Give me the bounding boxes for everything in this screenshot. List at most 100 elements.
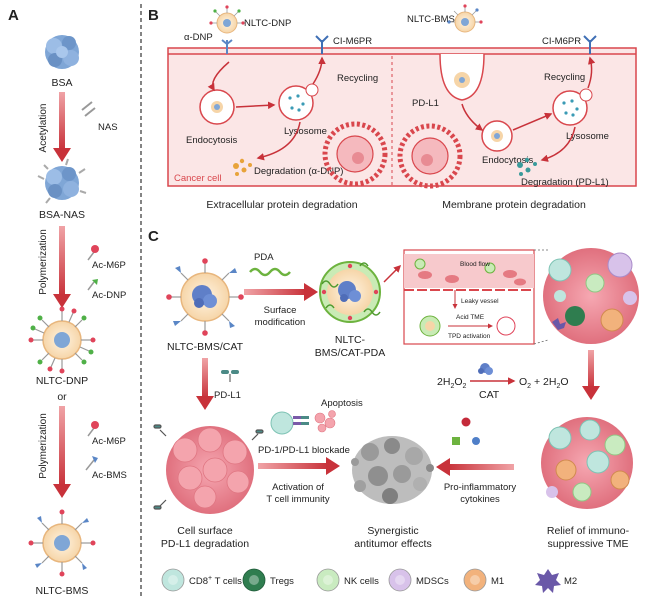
cell-surface-label-2: PD-L1 degradation bbox=[161, 538, 249, 550]
leaky-vessel-label: Leaky vessel bbox=[461, 298, 499, 305]
blood-flow-label: Blood flow bbox=[460, 261, 490, 268]
or-label: or bbox=[57, 391, 67, 403]
bsa-label: BSA bbox=[51, 77, 72, 89]
relieved-tumor-icon bbox=[541, 417, 633, 509]
pd1-blockade-label: PD-1/PD-L1 blockade bbox=[258, 445, 350, 456]
ac-m6p-icon bbox=[87, 245, 99, 261]
pda-polymer-icon bbox=[249, 267, 291, 277]
recycling-label-right: Recycling bbox=[544, 72, 585, 83]
ci-m6pr-receptor-icon-right bbox=[583, 35, 597, 54]
blood-vessel-inset bbox=[403, 249, 535, 345]
degradation-fragments-icon bbox=[233, 158, 252, 176]
synergistic-label-2: antitumor effects bbox=[354, 538, 431, 550]
ac-m6p-icon-2 bbox=[87, 421, 99, 437]
cytokine-arrow bbox=[448, 464, 514, 470]
polymerization-arrow-2 bbox=[59, 406, 65, 486]
activation-label-1: Activation of bbox=[272, 482, 324, 493]
degradation-label-left: Degradation (α-DNP) bbox=[254, 166, 343, 177]
legend-label: M2 bbox=[564, 576, 577, 587]
legend-nk-cells-icon bbox=[316, 568, 340, 592]
legend-label: NK cells bbox=[344, 576, 379, 587]
legend-label: M1 bbox=[491, 576, 504, 587]
tumor-mass-icon bbox=[543, 248, 639, 344]
surface-modification-label-2: modification bbox=[255, 317, 306, 328]
pd-l1-label-c: PD-L1 bbox=[214, 390, 241, 401]
endocytosis-label-left: Endocytosis bbox=[186, 135, 237, 146]
lysosome-vesicle bbox=[278, 83, 319, 121]
nucleus-er-icon bbox=[322, 121, 388, 187]
ci-m6pr-label-right: CI-M6PR bbox=[542, 36, 581, 47]
to-vessel-arrow bbox=[383, 264, 402, 283]
cancer-cell-label: Cancer cell bbox=[174, 173, 222, 184]
legend-cd8-icon bbox=[161, 568, 185, 592]
pro-inflammatory-label-1: Pro-inflammatory bbox=[444, 482, 517, 493]
apoptosis-label: Apoptosis bbox=[321, 398, 363, 409]
bsa-nas-protein-icon bbox=[37, 158, 87, 204]
reaction-product: O2 + 2H2O bbox=[519, 376, 569, 390]
surface-modification-label-1: Surface bbox=[264, 305, 297, 316]
ac-dnp-icon bbox=[87, 279, 98, 291]
nltc-bms-label-b: NLTC-BMS bbox=[407, 14, 455, 25]
panel-c: C NLTC-BMS/CAT PDA Surface modification bbox=[148, 228, 639, 593]
endocytosis-arrow-left bbox=[207, 61, 230, 92]
bsa-protein-icon bbox=[45, 35, 79, 69]
nltc-bms-cat-label: NLTC-BMS/CAT bbox=[167, 341, 244, 353]
panel-b-letter: B bbox=[148, 7, 159, 24]
tpd-activation-label: TPD activation bbox=[448, 333, 491, 340]
tumor-down-arrow bbox=[588, 350, 594, 388]
nltc-pda-label-1: NLTC- bbox=[335, 334, 366, 346]
catalase-icon bbox=[478, 363, 493, 375]
pd-l1-label-b: PD-L1 bbox=[412, 98, 439, 109]
synergistic-label-1: Synergistic bbox=[367, 525, 418, 537]
bsa-nas-label: BSA-NAS bbox=[39, 209, 85, 221]
legend-tregs-icon bbox=[242, 568, 266, 592]
endosome-vesicle-right bbox=[481, 120, 513, 152]
ci-m6pr-receptor-icon bbox=[315, 35, 329, 54]
polymerization-label-1: Polymerization bbox=[38, 229, 49, 295]
relief-label-2: suppressive TME bbox=[548, 538, 629, 550]
t-cell-blockade-icon bbox=[270, 410, 336, 435]
receptor-icon bbox=[221, 39, 233, 54]
legend-label: MDSCs bbox=[416, 576, 449, 587]
pda-label: PDA bbox=[254, 252, 274, 263]
acetylation-arrow bbox=[59, 92, 65, 150]
polymerization-label-2: Polymerization bbox=[38, 413, 49, 479]
nltc-bms-label: NLTC-BMS bbox=[36, 585, 89, 597]
ci-m6pr-label-left: CI-M6PR bbox=[333, 36, 372, 47]
nltc-dnp-particle-b bbox=[209, 5, 245, 34]
ac-bms-icon bbox=[85, 456, 98, 471]
relief-label-1: Relief of immuno- bbox=[547, 525, 630, 537]
to-lysosome-arrow-right bbox=[512, 112, 553, 131]
lysosome-label-left: Lysosome bbox=[284, 126, 327, 137]
activation-label-2: T cell immunity bbox=[266, 494, 329, 505]
panel-a-letter: A bbox=[8, 7, 19, 24]
ac-m6p-label-2: Ac-M6P bbox=[92, 436, 126, 447]
tumor-cluster-icon bbox=[153, 424, 264, 514]
acetylation-label: Acetylation bbox=[38, 104, 49, 153]
recycling-label-left: Recycling bbox=[337, 73, 378, 84]
alpha-dnp-label: α-DNP bbox=[184, 32, 213, 43]
membrane-caption: Membrane protein degradation bbox=[442, 199, 586, 211]
legend-label: CD8+ T cells bbox=[189, 575, 242, 587]
endocytosis-arrow-right bbox=[461, 103, 484, 131]
nucleus-er-icon-right bbox=[397, 123, 463, 189]
pd-l1-down-arrow bbox=[202, 358, 208, 398]
cytokine-icons bbox=[452, 417, 480, 445]
legend-m1-icon bbox=[463, 568, 487, 592]
extracellular-caption: Extracellular protein degradation bbox=[206, 199, 357, 211]
degradation-arrow-left bbox=[256, 121, 301, 161]
cell-surface-label-1: Cell surface bbox=[177, 525, 233, 537]
panel-c-letter: C bbox=[148, 228, 159, 245]
to-lysosome-arrow-left bbox=[235, 101, 276, 110]
nas-reagent-icon bbox=[81, 101, 96, 117]
nltc-pda-label-2: BMS/CAT-PDA bbox=[315, 347, 385, 359]
pd-l1-protein-icon bbox=[221, 370, 239, 382]
lysosome-label-right: Lysosome bbox=[566, 131, 609, 142]
panel-a: A BSA Acetylation NAS BSA-NAS bbox=[8, 7, 127, 597]
reaction-reactant: 2H2O2 bbox=[437, 376, 467, 390]
nltc-bms-particle-b bbox=[447, 4, 483, 33]
recycling-arrow-left bbox=[312, 56, 326, 85]
endocytosis-label-right: Endocytosis bbox=[482, 155, 533, 166]
